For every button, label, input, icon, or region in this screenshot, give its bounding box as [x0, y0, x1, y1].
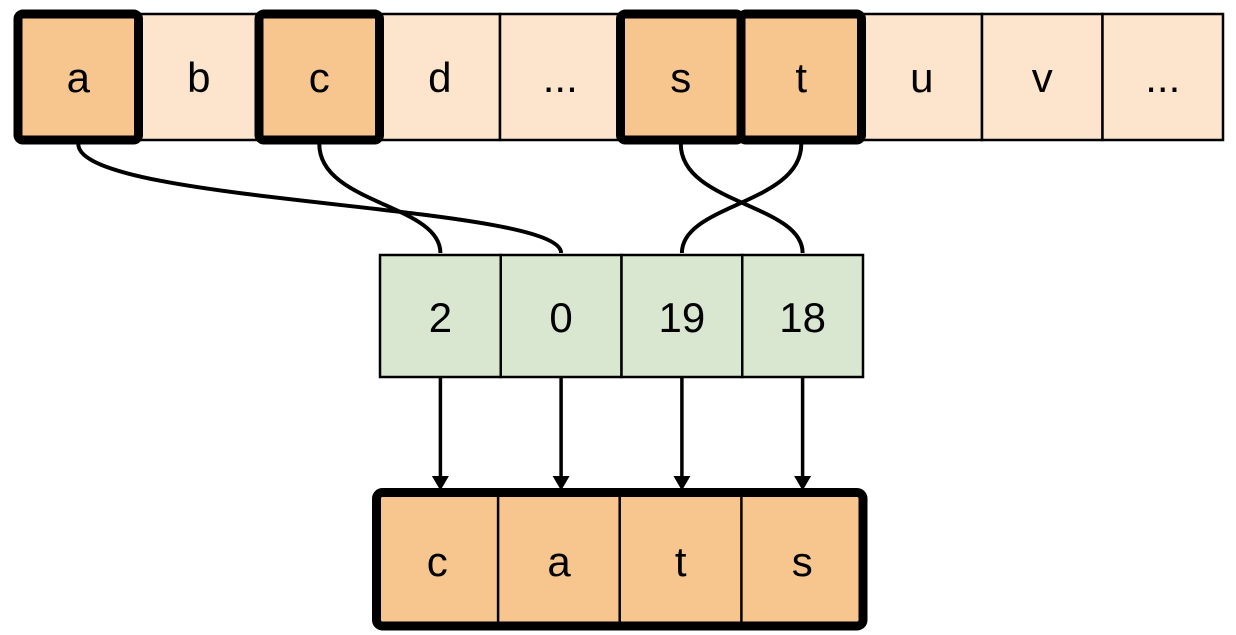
letter-cell-ellipsis-1-box — [498, 12, 622, 142]
index-to-output-arrows — [431, 378, 812, 491]
letter-cell-ellipsis-2: ... — [1101, 12, 1225, 142]
index-cell-18: 18 — [741, 253, 865, 379]
letter-cell-v: v — [980, 12, 1104, 142]
letter-cell-t-highlighted: t — [736, 9, 866, 145]
arrow-index-18 — [794, 378, 812, 491]
index-cell-2-label: 2 — [429, 294, 452, 341]
output-cell-c-label: c — [427, 538, 448, 585]
letter-cell-a-label: a — [67, 54, 91, 101]
letter-cell-ellipsis-1: ... — [498, 12, 622, 142]
letter-cell-d-box — [378, 12, 502, 142]
letter-cell-d-label: d — [428, 54, 451, 101]
letter-cell-s-label: s — [670, 54, 691, 101]
alphabet-row: b d ... u v ... — [13, 9, 1225, 145]
index-cell-18-box — [741, 253, 865, 379]
output-cell-s-label: s — [792, 538, 813, 585]
arrow-index-0 — [552, 378, 570, 491]
letter-cell-c-label: c — [309, 54, 330, 101]
index-cell-18-label: 18 — [779, 294, 826, 341]
letter-cell-t-label: t — [795, 54, 807, 101]
output-word-row: c a t s — [372, 488, 868, 631]
curve-a-to-0 — [76, 143, 564, 254]
index-cell-2-box — [378, 253, 502, 379]
index-cell-2: 2 — [378, 253, 502, 379]
letter-cell-v-label: v — [1032, 54, 1053, 101]
output-cell-a-label: a — [547, 538, 571, 585]
arrow-index-2 — [431, 378, 449, 491]
index-cell-19-label: 19 — [659, 294, 706, 341]
arrow-index-2-head — [431, 476, 449, 491]
letter-cell-c-box — [254, 9, 384, 145]
letter-cell-c-highlighted: c — [254, 9, 384, 145]
letter-cell-a-box — [13, 9, 143, 145]
curve-s-to-18 — [678, 143, 805, 254]
letter-cell-ellipsis-2-label: ... — [1145, 54, 1180, 101]
letter-cell-s-highlighted: s — [616, 9, 746, 145]
arrow-index-19-head — [673, 476, 691, 491]
output-cell-t-label: t — [675, 538, 687, 585]
letter-cell-u: u — [860, 12, 984, 142]
curve-c-to-2 — [317, 143, 443, 254]
arrow-index-18-head — [794, 476, 812, 491]
letter-cell-b-box — [137, 12, 261, 142]
letter-cell-t-box — [736, 9, 866, 145]
index-cell-0: 0 — [499, 253, 623, 379]
letter-cell-ellipsis-2-box — [1101, 12, 1225, 142]
letter-cell-u-label: u — [910, 54, 933, 101]
letter-cell-d: d — [378, 12, 502, 142]
letter-cell-b: b — [137, 12, 261, 142]
letter-cell-ellipsis-1-label: ... — [543, 54, 578, 101]
index-cell-19-box — [620, 253, 744, 379]
connection-curves — [76, 143, 805, 254]
letter-cell-a-highlighted: a — [13, 9, 143, 145]
letter-cell-v-box — [980, 12, 1104, 142]
index-cell-0-label: 0 — [549, 294, 572, 341]
letter-cell-b-label: b — [187, 54, 210, 101]
arrow-index-19 — [673, 378, 691, 491]
index-row: 2 0 19 18 — [378, 253, 865, 379]
curve-t-to-19 — [679, 143, 804, 254]
arrow-index-0-head — [552, 476, 570, 491]
index-cell-19: 19 — [620, 253, 744, 379]
